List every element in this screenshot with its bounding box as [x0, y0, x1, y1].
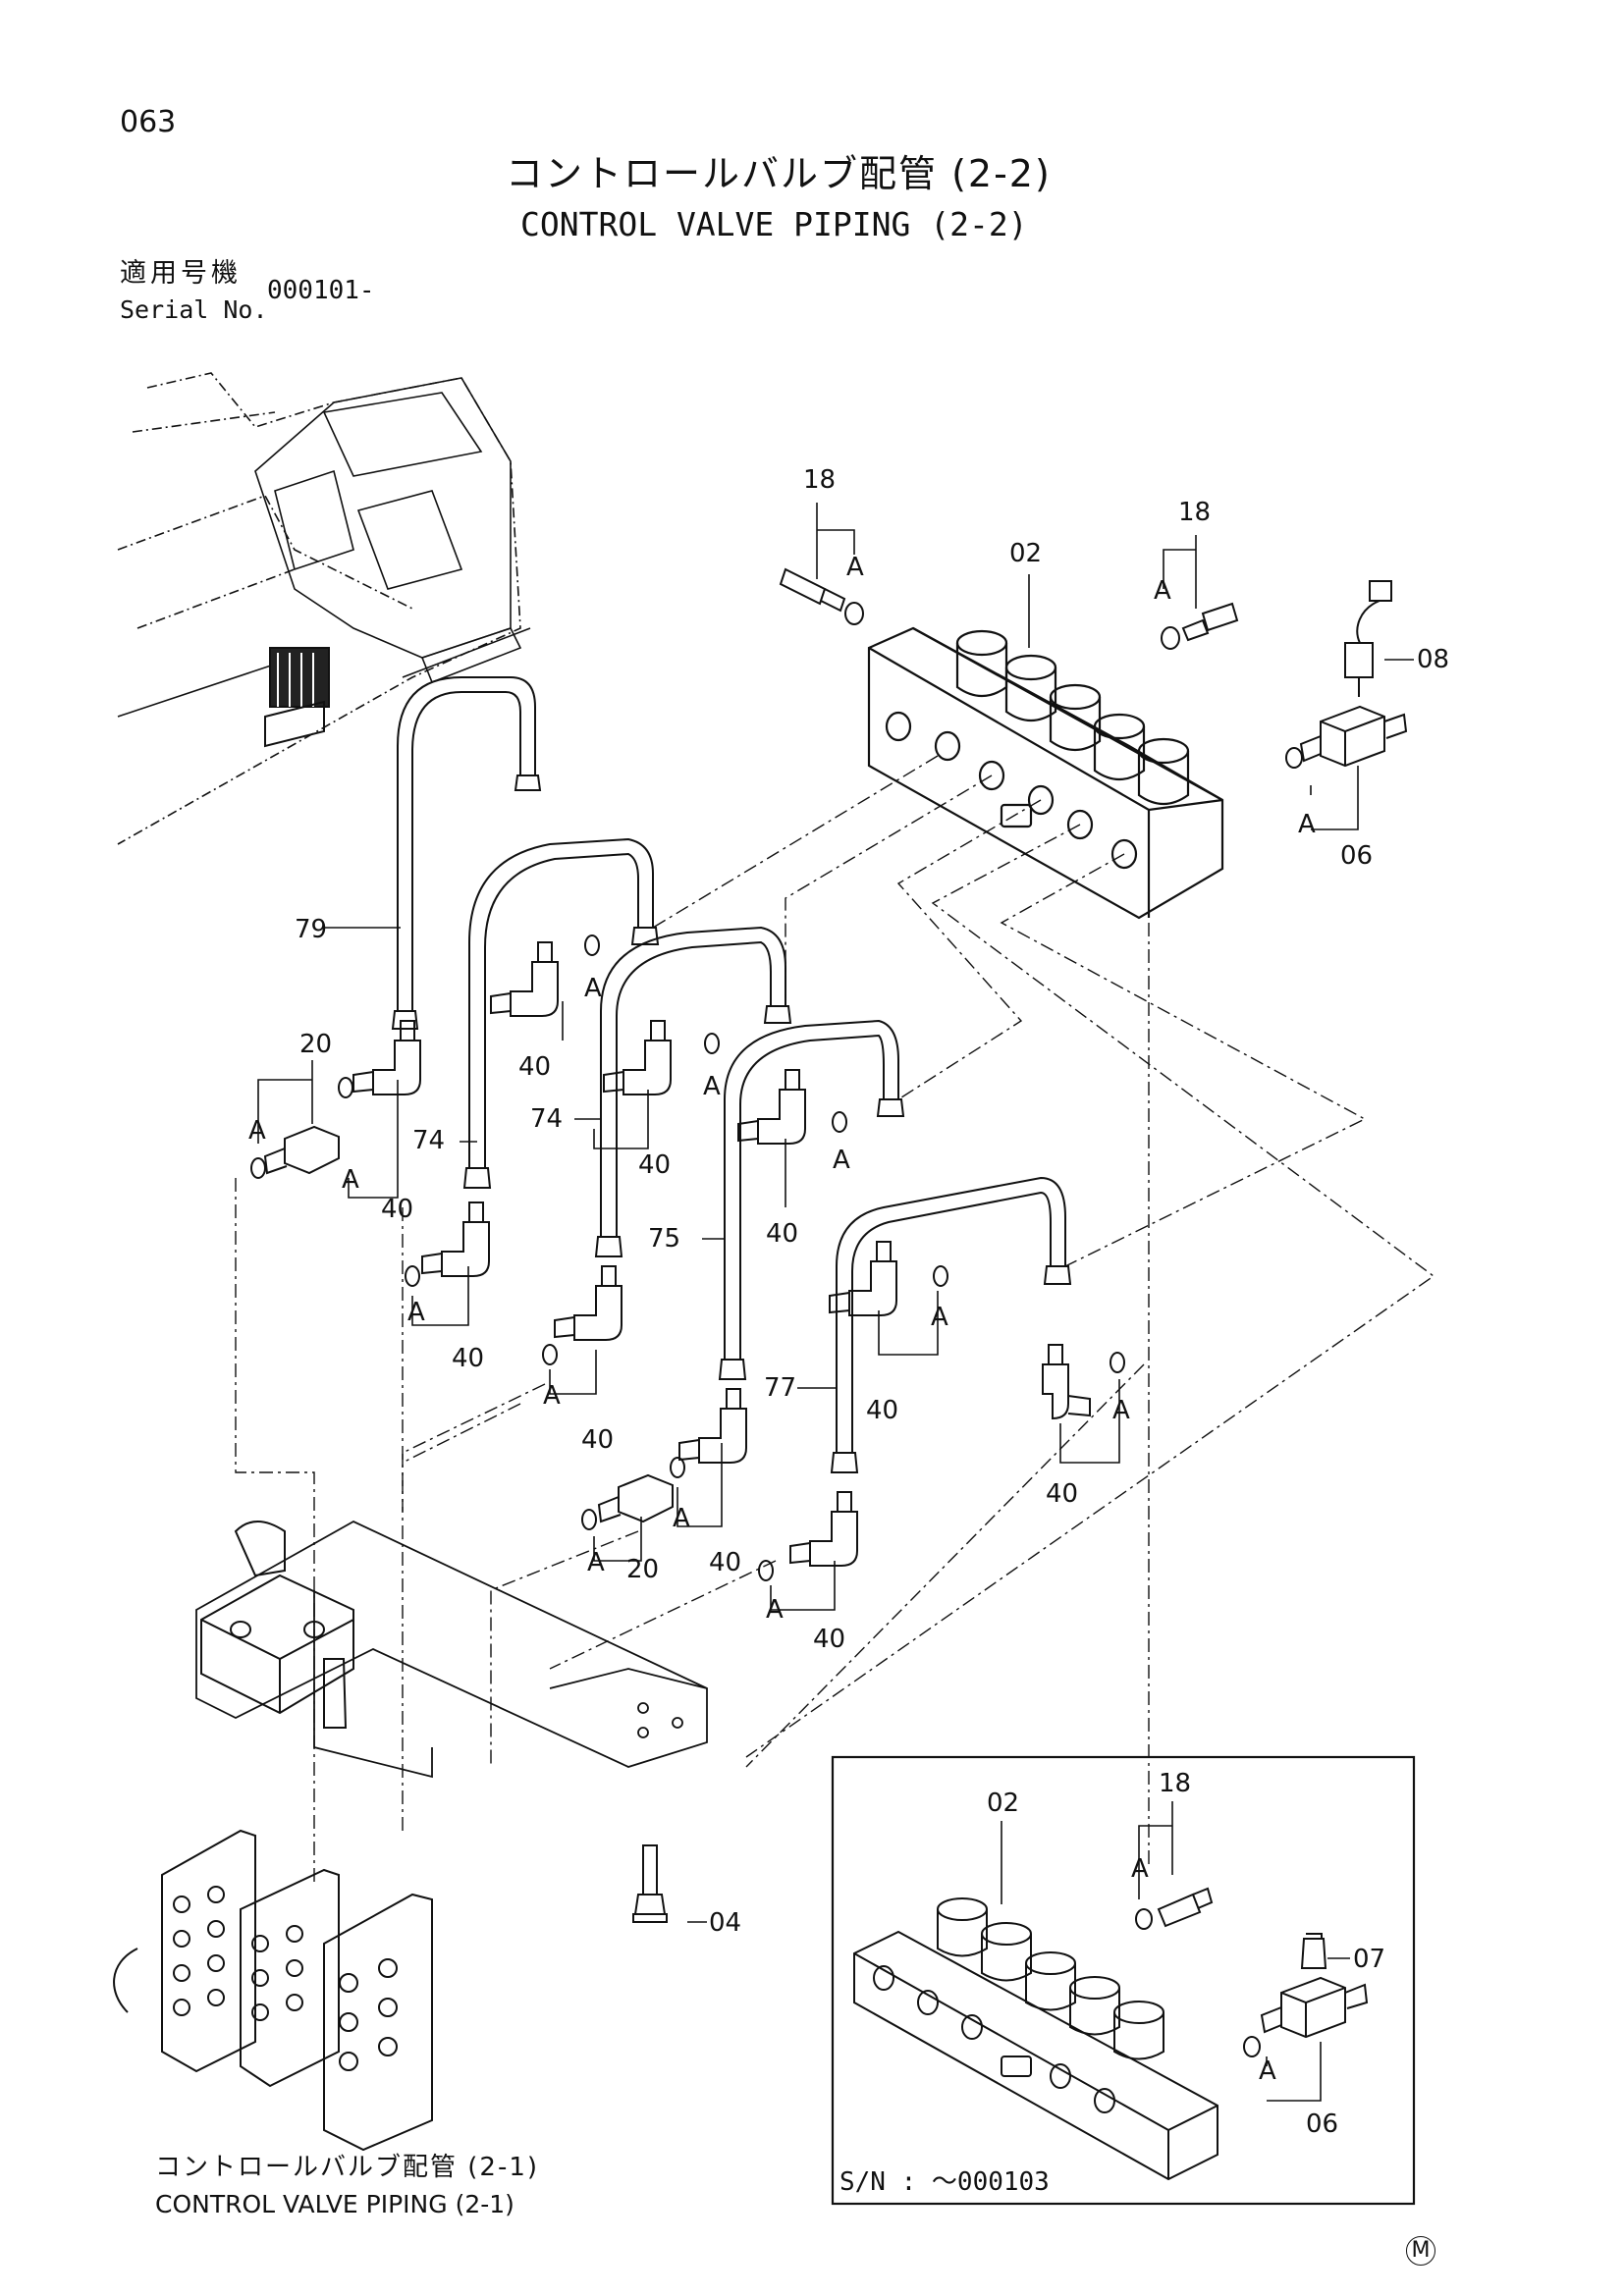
callout-a: A — [931, 1303, 948, 1332]
inset-plug-07 — [1300, 1933, 1327, 1969]
inset-serial-label: S/N : ～000103 — [839, 2167, 1050, 2197]
circled-m-mark: M — [1406, 2236, 1435, 2266]
inset-solenoid-valve-block — [853, 1897, 1218, 2181]
callout-08: 08 — [1417, 645, 1449, 674]
callout-40: 40 — [638, 1150, 671, 1180]
callout-40: 40 — [709, 1548, 741, 1577]
callout-labels: 18 02 18 08 06 79 20 74 74 75 77 20 04 0… — [248, 465, 1449, 2139]
pipe-75 — [718, 1019, 905, 1380]
solenoid-valve-block — [867, 626, 1224, 920]
callout-a: A — [584, 974, 602, 1003]
lower-control-valve-bank — [113, 1829, 433, 2152]
callout-a: A — [1131, 1854, 1149, 1884]
callout-77: 77 — [764, 1373, 796, 1403]
callout-40: 40 — [581, 1425, 614, 1455]
pressure-switch-08 — [1344, 580, 1392, 697]
o-rings — [250, 934, 1125, 1581]
callout-18: 18 — [1178, 498, 1211, 527]
callout-a: A — [342, 1165, 359, 1195]
callout-a: A — [703, 1072, 721, 1101]
callout-40: 40 — [452, 1344, 484, 1373]
callout-a: A — [833, 1146, 850, 1175]
inset-adapter-block-06 — [1243, 1976, 1369, 2057]
page-number: 063 — [120, 105, 177, 139]
callout-20: 20 — [299, 1030, 332, 1059]
callout-40: 40 — [381, 1195, 413, 1224]
serial-label-english: Serial No. — [120, 295, 268, 324]
callout-40: 40 — [866, 1396, 898, 1425]
lower-valve-block-upper — [200, 1521, 354, 1729]
callout-18: 18 — [1159, 1769, 1191, 1798]
pipe-74b — [594, 926, 792, 1257]
callout-02: 02 — [1009, 539, 1042, 568]
callout-18: 18 — [803, 465, 836, 495]
valve-ports — [885, 711, 1138, 870]
callout-a: A — [846, 553, 864, 582]
connector-fitting-18a — [779, 567, 864, 625]
callout-02: 02 — [987, 1789, 1019, 1818]
inset-connector-18 — [1135, 1887, 1214, 1930]
callout-a: A — [1154, 576, 1171, 606]
adapter-block-06 — [1285, 705, 1408, 769]
elbow-fittings — [352, 941, 1091, 1567]
callout-04: 04 — [709, 1908, 741, 1938]
callout-06: 06 — [1306, 2109, 1338, 2139]
callout-79: 79 — [295, 915, 327, 944]
callout-a: A — [1298, 810, 1316, 839]
solenoid-coils — [955, 629, 1190, 806]
callout-75: 75 — [648, 1224, 680, 1254]
cab-valve-bank-icon — [264, 647, 330, 748]
callout-a: A — [587, 1548, 605, 1577]
page-title-english: CONTROL VALVE PIPING (2-2) — [520, 205, 1028, 243]
callout-40: 40 — [813, 1625, 845, 1654]
callout-40: 40 — [766, 1219, 798, 1249]
adapter-20a — [263, 1125, 340, 1175]
page-title-japanese: コントロールバルブ配管 (2-2) — [506, 152, 1052, 195]
leader-lines — [257, 503, 1414, 2102]
pipe-77 — [830, 1176, 1072, 1473]
callout-a: A — [673, 1504, 690, 1533]
callout-a: A — [407, 1298, 425, 1327]
callout-a: A — [1112, 1396, 1130, 1425]
callout-40: 40 — [518, 1052, 551, 1082]
bolt-04 — [632, 1844, 668, 1923]
excavator-outline — [117, 372, 521, 845]
callout-06: 06 — [1340, 841, 1373, 871]
callout-40: 40 — [1046, 1479, 1078, 1509]
lower-valve-bracket — [195, 1520, 708, 1779]
routing-lines — [235, 755, 1435, 1885]
reference-label-japanese: コントロールバルブ配管 (2-1) — [155, 2153, 540, 2182]
pipe-79 — [391, 676, 542, 1030]
callout-74: 74 — [412, 1126, 445, 1155]
pipe-74a — [462, 837, 660, 1189]
callout-a: A — [1259, 2056, 1276, 2086]
serial-label-japanese: 適用号機 — [120, 258, 242, 289]
excavator-cab — [117, 377, 531, 718]
callout-07: 07 — [1353, 1945, 1385, 1974]
callout-20: 20 — [626, 1555, 659, 1584]
callout-74: 74 — [530, 1104, 563, 1134]
inset-frame — [831, 1755, 1416, 2206]
callout-a: A — [543, 1381, 561, 1411]
reference-label-english: CONTROL VALVE PIPING (2-1) — [155, 2190, 514, 2218]
callout-a: A — [248, 1116, 266, 1146]
callout-a: A — [766, 1595, 784, 1625]
connector-fitting-18b — [1161, 602, 1239, 650]
adapter-20b — [597, 1473, 674, 1523]
serial-number-value: 000101- — [267, 276, 375, 305]
